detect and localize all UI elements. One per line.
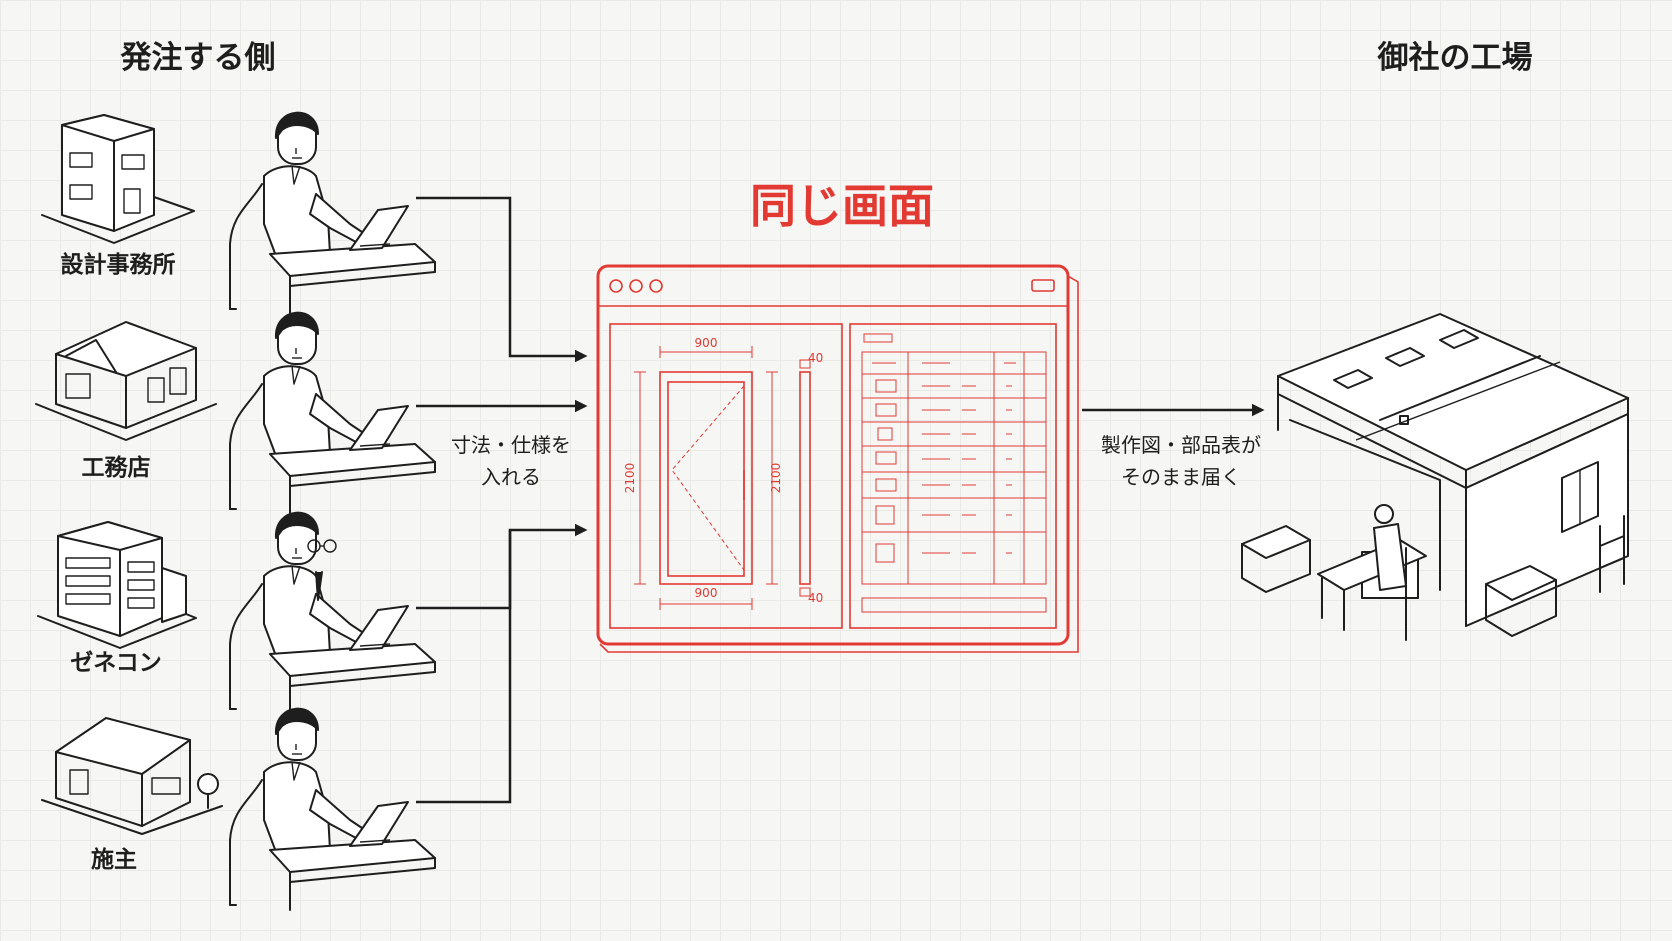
- worker-illustration: [229, 707, 436, 911]
- worker-illustration: [229, 511, 436, 715]
- right-heading: 御社の工場: [1377, 40, 1533, 76]
- window-dot-icon: [629, 279, 643, 293]
- output-note-line2: そのまま届く: [1121, 465, 1241, 489]
- dimension-right-height: 2100: [769, 463, 783, 494]
- home-icon: [41, 717, 223, 835]
- window-dot-icon: [609, 279, 623, 293]
- worker-illustration: [229, 111, 436, 316]
- parts-list-pane: [849, 323, 1057, 629]
- dimension-frame-bottom: 40: [808, 591, 823, 605]
- input-note-line1: 寸法・仕様を: [451, 433, 571, 457]
- flow-line-owner: [416, 530, 512, 804]
- output-note-line1: 製作図・部品表が: [1101, 433, 1261, 457]
- parts-footer-bar: [861, 597, 1047, 613]
- shared-screen-window: 900 900 2100 2100 40 40: [596, 264, 1079, 653]
- flow-line-general-contractor: [416, 523, 588, 610]
- left-heading: 発注する側: [120, 40, 276, 76]
- window-maximize-icon: [1031, 279, 1055, 292]
- office-building-icon: [41, 114, 195, 244]
- dimension-top-width: 900: [695, 336, 718, 350]
- flow-line-design-office: [416, 196, 588, 363]
- client-label-design-office: 設計事務所: [61, 251, 176, 278]
- parts-table: [861, 351, 1047, 585]
- input-note-line2: 入れる: [481, 465, 541, 489]
- drawing-pane: [609, 323, 843, 629]
- client-label-general-contractor: ゼネコン: [70, 650, 162, 676]
- glasses-icon: [307, 539, 337, 601]
- door-frame: [659, 371, 753, 585]
- apartment-building-icon: [37, 521, 197, 649]
- dimension-frame-top: 40: [808, 351, 823, 365]
- frame-section: [799, 371, 811, 585]
- house-icon: [35, 321, 217, 441]
- dimension-bottom-width: 900: [695, 586, 718, 600]
- dimension-left-height: 2100: [623, 463, 637, 494]
- client-label-owner: 施主: [91, 846, 137, 873]
- window-dot-icon: [649, 279, 663, 293]
- client-label-builder: 工務店: [82, 454, 151, 481]
- factory-icon: [1241, 313, 1629, 641]
- worker-illustration: [229, 311, 436, 515]
- center-title: 同じ画面: [750, 179, 934, 233]
